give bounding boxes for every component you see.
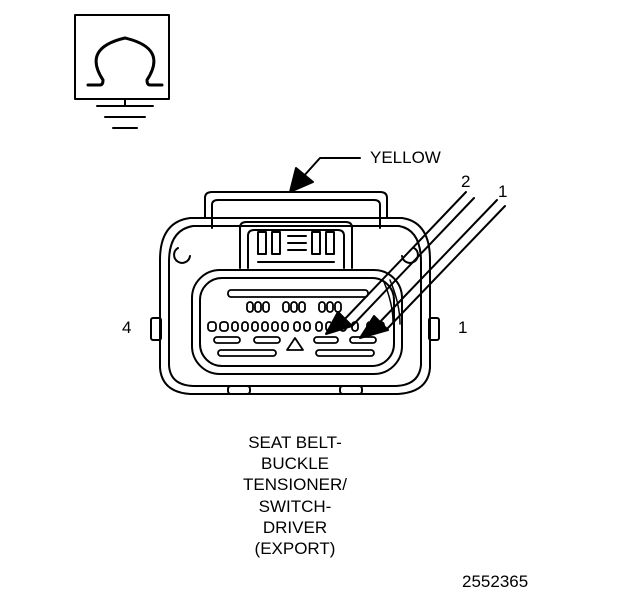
pin-2-label: 2 [461, 172, 471, 191]
cavity-4-label: 4 [122, 318, 132, 337]
caption-line: TENSIONER/ [243, 475, 347, 495]
figure-number: 2552365 [462, 572, 529, 591]
caption-line: DRIVER [262, 517, 328, 537]
ohmmeter-ground-icon [74, 14, 170, 129]
pin-1-label: 1 [498, 182, 508, 201]
caption-line: (EXPORT) [254, 539, 336, 559]
pin-1-arrow [359, 199, 506, 339]
connector-housing [150, 191, 440, 395]
caption-line: BUCKLE [260, 454, 330, 474]
wire-color-label: YELLOW [370, 148, 441, 167]
component-caption: SEAT BELT- BUCKLE TENSIONER/ SWITCH- DRI… [200, 432, 390, 559]
cavity-1-label: 1 [458, 318, 468, 337]
pin-2-arrow [325, 191, 475, 335]
caption-line: SWITCH- [258, 496, 332, 516]
wire-color-arrow [289, 157, 361, 193]
caption-line: SEAT BELT- [248, 433, 342, 452]
connector-latch [239, 221, 353, 269]
